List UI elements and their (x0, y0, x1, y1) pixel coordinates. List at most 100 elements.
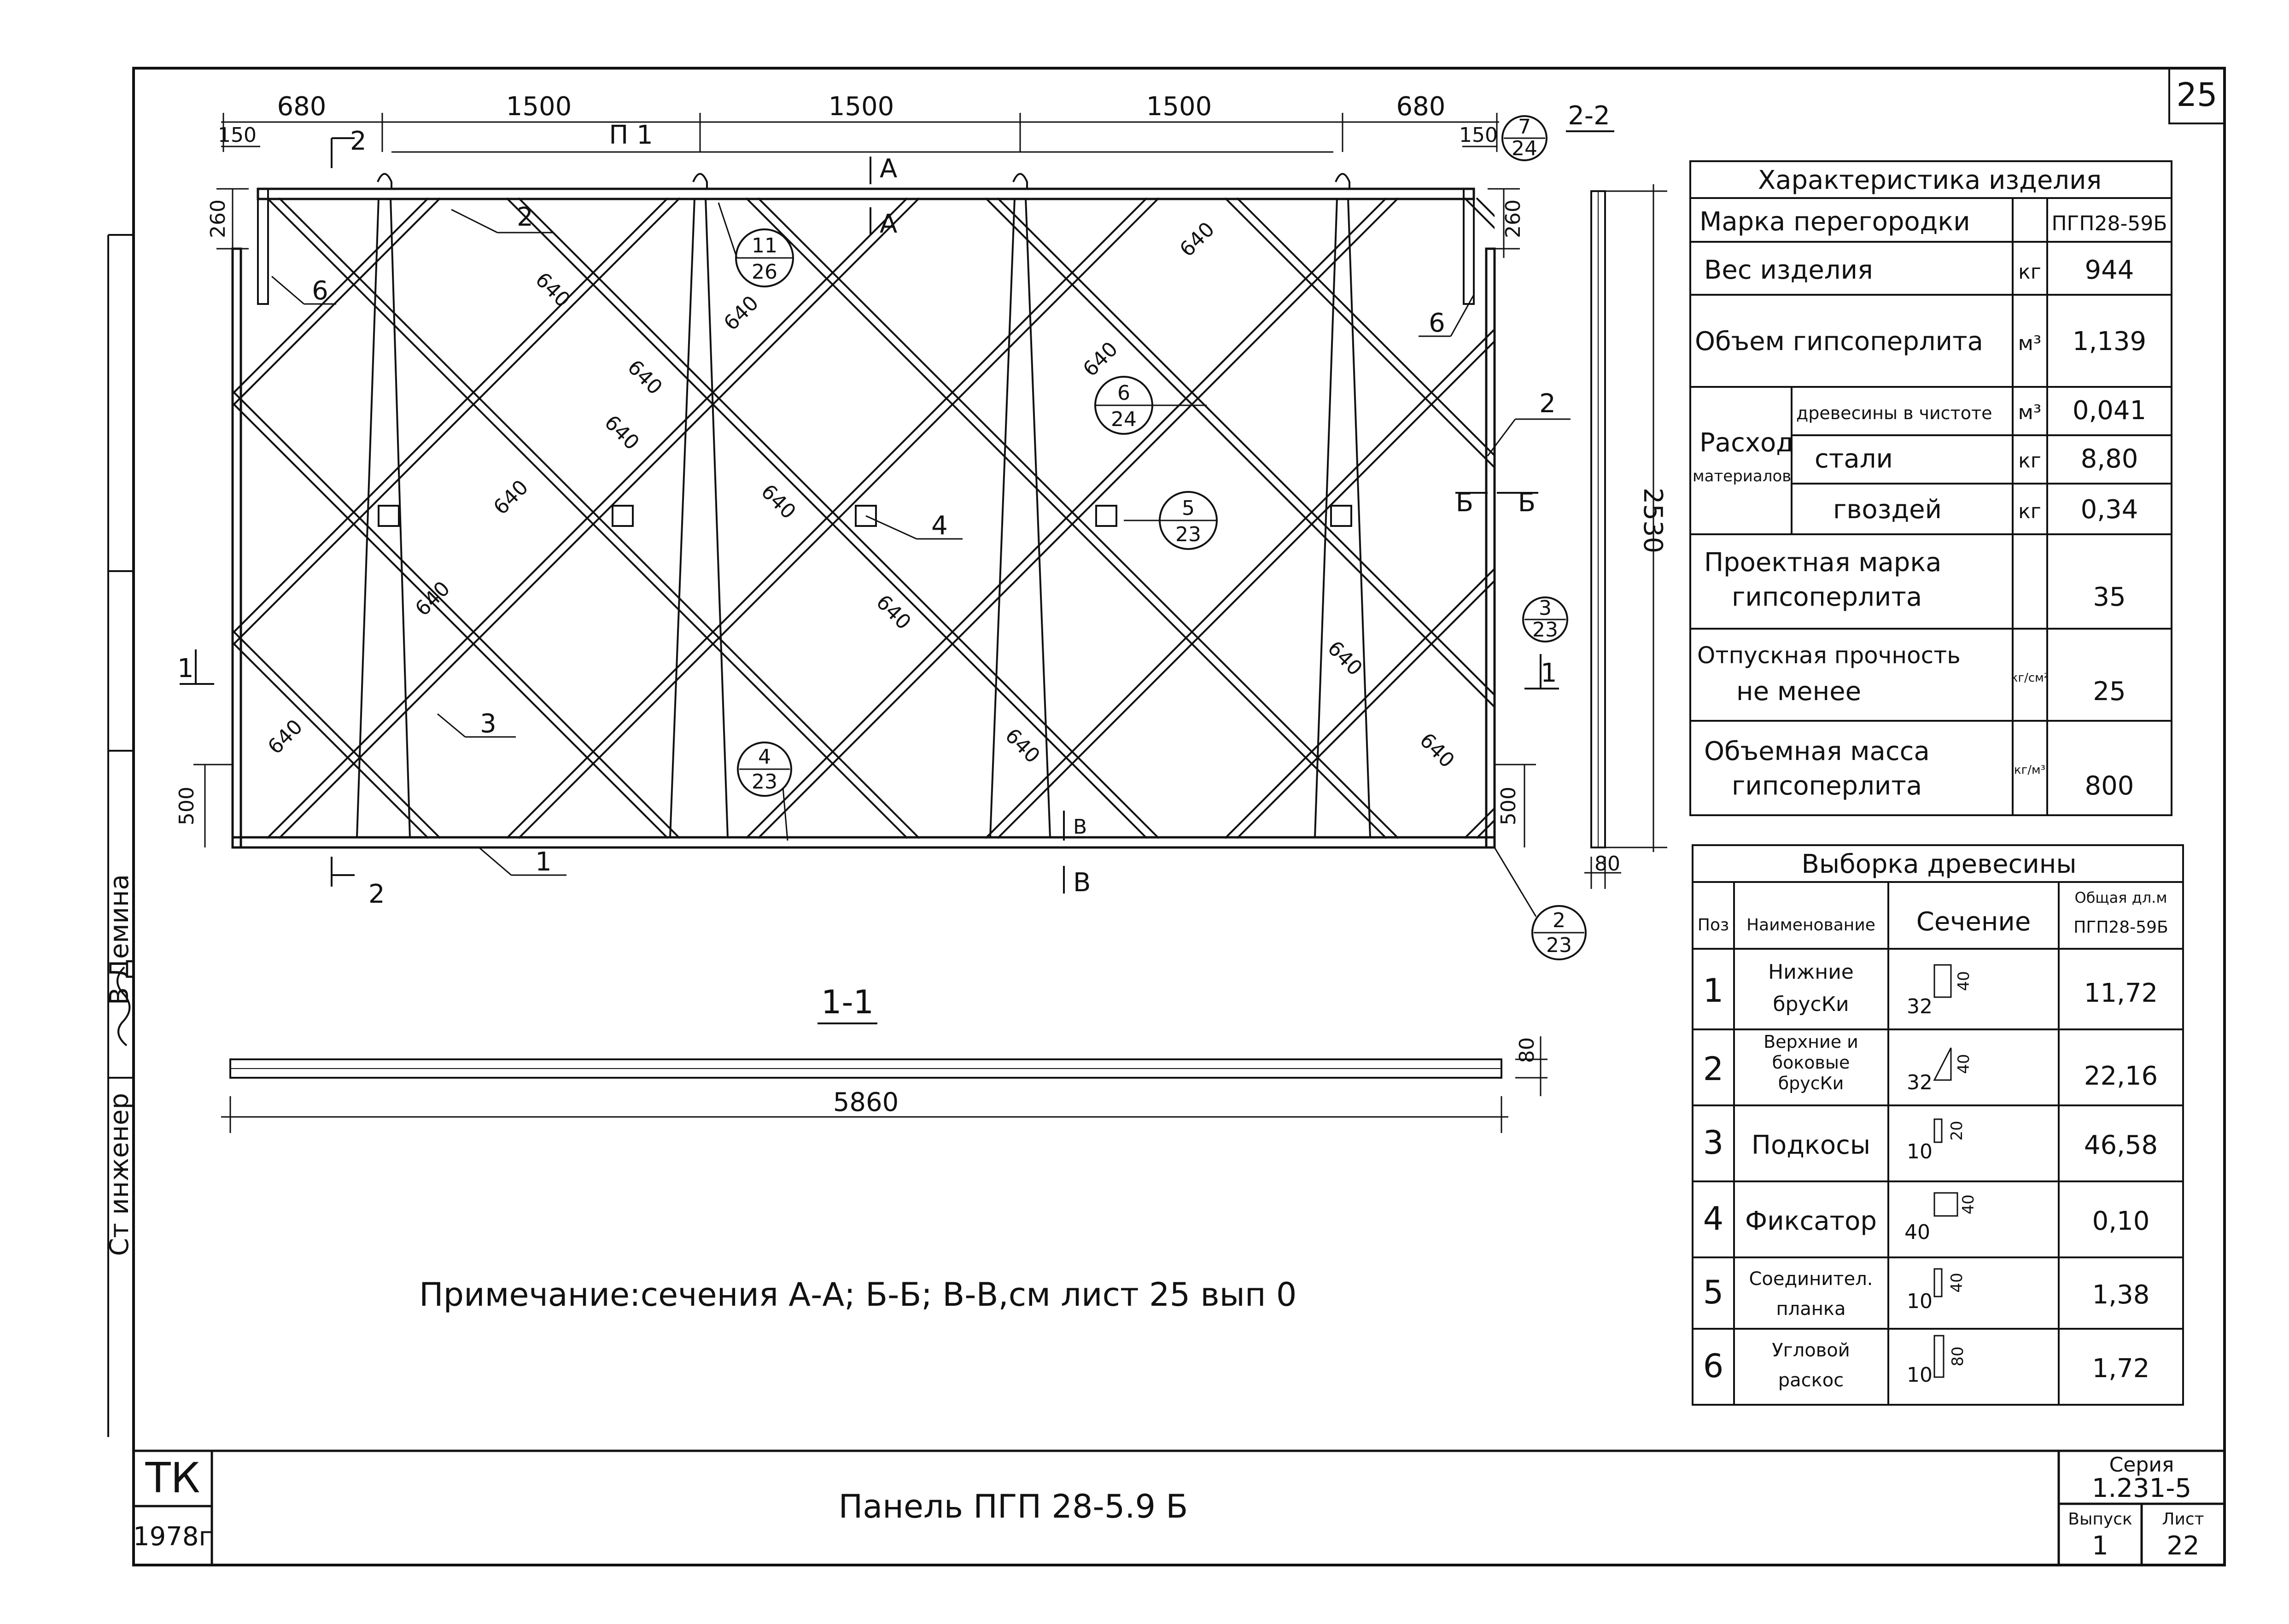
wood-row: 3 Подкосы 10 20 46,58 (1703, 1118, 2158, 1163)
wood-title: Выборка древесины (1801, 849, 2076, 879)
svg-text:Фиксатор: Фиксатор (1745, 1206, 1877, 1236)
dim-h-bottom-left: 500 (175, 787, 199, 825)
title-series-value: 1.231-5 (2092, 1473, 2191, 1503)
wood-header-name: Наименование (1746, 916, 1875, 935)
stamp-engineer-name: В Демина (105, 874, 134, 1005)
pos-label-6: 6 (1429, 308, 1445, 338)
sheet-number-box (2168, 67, 2225, 124)
char-weight-value: 944 (2085, 255, 2134, 285)
hanging-rods (356, 173, 1371, 838)
wood-row: 4 Фиксатор 40 40 0,10 (1703, 1192, 2149, 1244)
pos-label-2: 2 (517, 202, 533, 232)
side-stamp: В Демина Ст инженер (105, 234, 134, 1437)
section-2-2-label: 2-2 (1568, 101, 1610, 131)
callout: 3 23 (1522, 596, 1568, 643)
svg-text:раскос: раскос (1778, 1370, 1844, 1391)
brace-line (233, 197, 669, 635)
outer-frame (132, 67, 2226, 1566)
svg-text:23: 23 (752, 770, 777, 794)
callout: 5 23 (1124, 491, 1218, 550)
svg-text:7: 7 (1518, 115, 1531, 139)
brace-line (1224, 567, 1495, 839)
title-issue-value: 1 (2092, 1531, 2108, 1561)
svg-text:40: 40 (1904, 1221, 1930, 1244)
callout: 11 26 (718, 202, 794, 287)
title-sheet-value: 22 (2166, 1531, 2199, 1561)
char-volume-label: Объем гипсоперлита (1695, 327, 1983, 356)
mark-a-top: А (880, 154, 897, 184)
char-grade-label-2: гипсоперлита (1732, 582, 1922, 612)
char-density-unit: кг/м³ (2014, 763, 2045, 777)
svg-text:5: 5 (1703, 1273, 1724, 1311)
char-strength-unit: кг/см² (2011, 671, 2049, 685)
brace-line (985, 328, 1495, 839)
brace-line (997, 340, 1495, 839)
svg-text:10: 10 (1907, 1290, 1933, 1313)
svg-text:Угловой: Угловой (1772, 1340, 1850, 1361)
svg-text:Нижние: Нижние (1768, 960, 1854, 984)
svg-text:80: 80 (1949, 1346, 1967, 1366)
dim-h-top-right: 260 (1501, 199, 1525, 238)
side-view (1584, 184, 1667, 889)
wood-header-section: Сечение (1916, 907, 2031, 937)
pos-label-1: 1 (535, 847, 552, 877)
char-volume-value: 1,139 (2073, 327, 2146, 356)
diag-dim: 640 (489, 475, 533, 519)
cut-2-top: 2 (350, 126, 367, 156)
callout: 7 24 (1501, 115, 1547, 161)
char-materials-label: материалов (1693, 467, 1791, 485)
svg-text:40: 40 (1959, 1194, 1978, 1214)
svg-text:32: 32 (1907, 995, 1933, 1018)
brace-line (278, 197, 920, 839)
pos-label-3: 3 (480, 709, 496, 739)
diag-dim: 640 (531, 268, 574, 312)
pos-label-4: 4 (931, 511, 948, 541)
char-mark-label: Марка перегородки (1699, 207, 1970, 237)
diagonal-braces (0, 197, 1495, 839)
side-height-dims (193, 188, 1536, 847)
char-grade-value: 35 (2093, 582, 2126, 612)
section-1-1-label: 1-1 (821, 983, 874, 1021)
stamp-engineer-label: Ст инженер (105, 1093, 134, 1256)
char-steel-label: стали (1815, 444, 1893, 474)
sheet-number: 25 (2176, 76, 2217, 114)
brace-line (1236, 579, 1495, 839)
title-block (134, 1449, 2225, 1565)
brace-line (0, 198, 201, 838)
section-length-dim: 5860 (833, 1087, 899, 1117)
svg-text:40: 40 (1955, 971, 1973, 991)
brace-line (0, 198, 201, 838)
pos-label-6: 6 (312, 276, 328, 306)
mark-v-mid: В (1073, 815, 1087, 839)
brace-line (0, 198, 189, 838)
dim-h-bottom-right: 500 (1497, 787, 1520, 825)
svg-text:4: 4 (758, 745, 771, 769)
diag-dim: 640 (871, 590, 915, 634)
mark-b-right: Б (1518, 488, 1536, 518)
diag-dim: 640 (1415, 729, 1459, 772)
wood-header-total-2: ПГП28-59Б (2073, 918, 2168, 937)
char-volume-unit: м³ (2018, 332, 2042, 355)
wood-row: 6 Угловой раскос 10 80 1,72 (1703, 1335, 2149, 1391)
dim-top-2: 1500 (506, 92, 572, 122)
mark-v-bot: В (1073, 868, 1091, 898)
right-post (1485, 247, 1496, 849)
diag-dim: 640 (1079, 337, 1122, 381)
cut-2-bottom: 2 (368, 879, 385, 909)
mark-b-left: Б (1456, 488, 1473, 518)
char-wood-label: древесины в чистоте (1796, 403, 1992, 423)
svg-text:23: 23 (1532, 618, 1558, 642)
dim-edge-right: 150 (1459, 123, 1498, 147)
svg-text:23: 23 (1546, 934, 1572, 957)
dim-top-5: 680 (1396, 92, 1446, 122)
left-top-stub (257, 188, 269, 305)
diag-dim: 640 (263, 715, 307, 759)
mark-a-mid: А (880, 209, 897, 239)
brace-line (233, 641, 429, 839)
diag-dim: 640 (1175, 217, 1219, 261)
char-density-label-1: Объемная масса (1704, 736, 1930, 766)
side-thickness-dim: 80 (1594, 852, 1620, 876)
svg-text:3: 3 (1539, 596, 1552, 620)
svg-text:Соединител.: Соединител. (1749, 1268, 1873, 1290)
dim-h-top-left: 260 (206, 199, 230, 238)
